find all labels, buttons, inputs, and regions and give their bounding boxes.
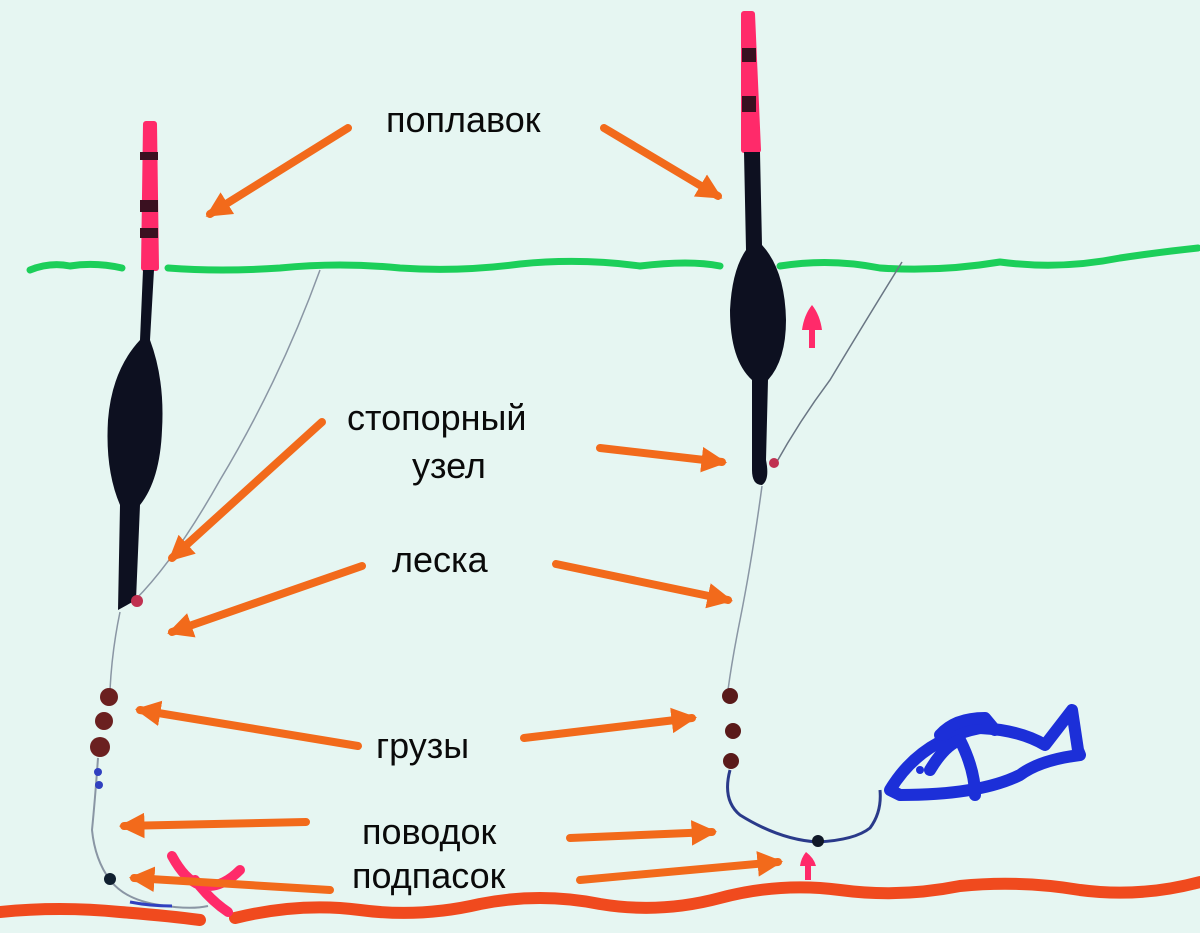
stop-knot — [769, 458, 779, 468]
fish-icon — [884, 704, 1086, 801]
fishing-line — [134, 269, 321, 601]
up-arrow-icon — [800, 852, 816, 880]
label-leader: поводок — [362, 811, 497, 852]
arrow-line-left — [167, 562, 366, 638]
label-line: леска — [392, 539, 488, 580]
leader-line — [726, 769, 882, 844]
up-arrow-icon — [802, 305, 822, 348]
label-float: поплавок — [386, 99, 541, 140]
label-shot: подпасок — [352, 855, 506, 896]
float-icon — [730, 11, 786, 485]
label-weights: грузы — [376, 725, 470, 766]
arrow-knot-right — [596, 444, 728, 473]
fishing-line — [727, 485, 763, 691]
bottom-line — [0, 876, 1200, 926]
arrow-shot-right — [576, 851, 784, 884]
stop-knot — [131, 595, 143, 607]
label-stop-knot-line2: узел — [412, 445, 486, 486]
arrow-leader-left — [118, 812, 310, 839]
arrow-shot-left — [128, 866, 334, 894]
arrow-knot-left — [168, 418, 326, 562]
shot-weight — [812, 835, 824, 847]
left-rig — [90, 121, 321, 917]
arrow-float-left — [205, 124, 352, 218]
weights-icon — [722, 688, 741, 769]
arrow-weights-left — [134, 700, 362, 750]
fishing-line — [774, 261, 903, 466]
water-surface-line — [26, 244, 1200, 274]
float-icon — [107, 121, 163, 610]
label-arrows — [118, 124, 784, 894]
arrow-leader-right — [566, 820, 718, 846]
weights-icon — [90, 688, 118, 757]
arrow-line-right — [552, 560, 734, 609]
arrow-float-right — [600, 124, 723, 200]
shot-weight — [104, 873, 116, 885]
fishing-line — [109, 611, 121, 691]
label-stop-knot-line1: стопорный — [347, 397, 527, 438]
arrow-weights-right — [520, 707, 698, 742]
right-rig — [722, 11, 1086, 880]
